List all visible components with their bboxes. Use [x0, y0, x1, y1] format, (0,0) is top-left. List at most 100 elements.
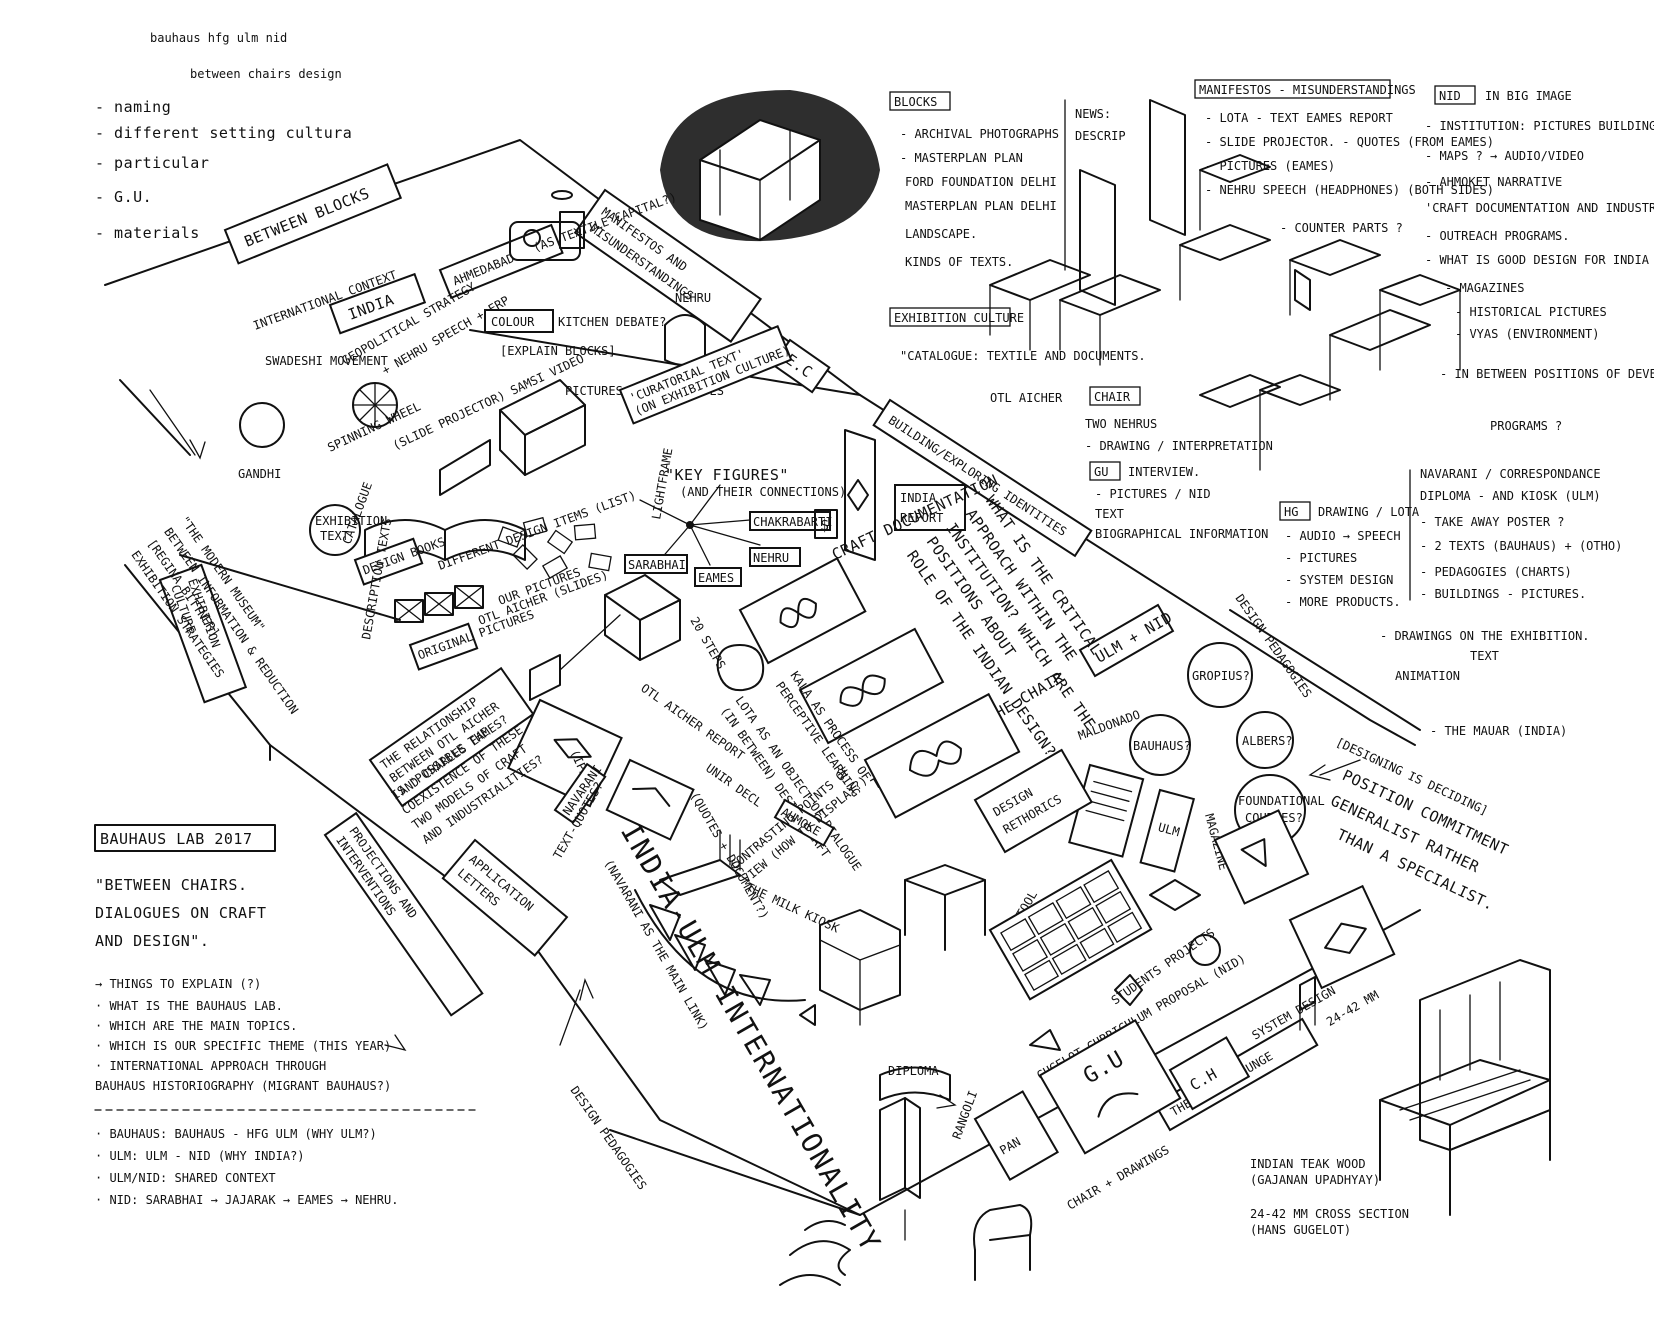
svg-text:IN BIG IMAGE: IN BIG IMAGE — [1485, 89, 1572, 103]
nid-notes: NID IN BIG IMAGE - INSTITUTION: PICTURES… — [1425, 85, 1654, 433]
svg-text:20 STEPS: 20 STEPS — [687, 615, 728, 672]
chair-note: INDIAN TEAK WOOD (GAJANAN UPADHYAY) 24-4… — [1250, 1157, 1409, 1237]
teak-chair-sketch — [1379, 959, 1551, 1216]
wind-swirls — [779, 1220, 851, 1286]
envelope-row — [649, 904, 771, 1006]
gu-notes: GU INTERVIEW. - PICTURES / NID TEXT BIOG… — [1089, 461, 1268, 541]
svg-text:DESCRIP: DESCRIP — [1075, 129, 1126, 143]
svg-text:(AND THEIR CONNECTIONS): (AND THEIR CONNECTIONS) — [680, 485, 846, 499]
svg-text:- THE MAUAR (INDIA): - THE MAUAR (INDIA) — [1430, 724, 1567, 738]
topleft-list: - naming - different setting cultura - p… — [95, 98, 352, 242]
svg-text:FOUNDATIONAL: FOUNDATIONAL — [1238, 794, 1325, 808]
svg-text:SARABHAI: SARABHAI — [628, 558, 686, 572]
svg-text:UNIR DECL: UNIR DECL — [703, 761, 764, 810]
dollar-icon — [814, 509, 838, 539]
designing-deciding-text: [DESIGNING IS DECIDING] POSITION COMMITM… — [1328, 735, 1512, 914]
svg-text:- MAPS ? → AUDIO/VIDEO: - MAPS ? → AUDIO/VIDEO — [1425, 149, 1584, 163]
svg-text:- PICTURES / NID: - PICTURES / NID — [1095, 487, 1211, 501]
svg-text:DIFFERENT DESIGN ITEMS (LIST): DIFFERENT DESIGN ITEMS (LIST) — [436, 488, 638, 573]
svg-text:DRAWING / LOTA: DRAWING / LOTA — [1318, 505, 1420, 519]
svg-text:- SYSTEM DESIGN: - SYSTEM DESIGN — [1285, 573, 1393, 587]
svg-text:TEXT: TEXT — [1095, 507, 1124, 521]
svg-text:EXHIBITION CULTURE: EXHIBITION CULTURE — [894, 311, 1024, 325]
svg-text:- PICTURES: - PICTURES — [1285, 551, 1357, 565]
exhibition-text-bubble — [309, 504, 361, 556]
svg-text:· ULM/NID: SHARED CONTEXT: · ULM/NID: SHARED CONTEXT — [95, 1171, 276, 1185]
svg-text:TEXT: TEXT — [1470, 649, 1499, 663]
svg-text:- DRAWING / INTERPRETATION: - DRAWING / INTERPRETATION — [1085, 439, 1273, 453]
svg-text:CHAIR + DRAWINGS: CHAIR + DRAWINGS — [1065, 1143, 1172, 1213]
svg-text:· BAUHAUS: BAUHAUS - HFG ULM (: · BAUHAUS: BAUHAUS - HFG ULM (WHY ULM?) — [95, 1127, 377, 1141]
svg-text:EAMES: EAMES — [698, 571, 734, 585]
svg-text:LANDSCAPE.: LANDSCAPE. — [905, 227, 977, 241]
svg-text:(GAJANAN UPADHYAY): (GAJANAN UPADHYAY) — [1250, 1173, 1380, 1187]
svg-text:- PEDAGOGIES (CHARTS): - PEDAGOGIES (CHARTS) — [1420, 565, 1572, 579]
design-pedagogies-bottom-label: DESIGN PEDAGOGIES — [568, 1084, 650, 1193]
svg-text:- OUTREACH PROGRAMS.: - OUTREACH PROGRAMS. — [1425, 229, 1570, 243]
svg-text:[EXPLAIN BLOCKS]: [EXPLAIN BLOCKS] — [500, 344, 616, 358]
hatched-chair-sketch — [660, 90, 880, 242]
svg-text:- 2 TEXTS (BAUHAUS) + (OTHO): - 2 TEXTS (BAUHAUS) + (OTHO) — [1420, 539, 1622, 553]
svg-text:ALBERS?: ALBERS? — [1242, 734, 1293, 748]
svg-text:INDIAN TEAK WOOD: INDIAN TEAK WOOD — [1250, 1157, 1366, 1171]
svg-text:BIOGRAPHICAL INFORMATION: BIOGRAPHICAL INFORMATION — [1095, 527, 1268, 541]
milk-kiosk-cabinet — [819, 909, 901, 1026]
bauhaus-lab-block: BAUHAUS LAB 2017 "BETWEEN CHAIRS. DIALOG… — [94, 824, 476, 1207]
svg-text:- SLIDE PROJECTOR. - QUOTES (F: - SLIDE PROJECTOR. - QUOTES (FROM EAMES) — [1205, 135, 1494, 149]
table-cluster — [989, 99, 1461, 471]
svg-text:- DRAWINGS ON THE EXHIBITION.: - DRAWINGS ON THE EXHIBITION. — [1380, 629, 1590, 643]
svg-text:DIPLOMA: DIPLOMA — [888, 1064, 939, 1078]
svg-text:NAVARANI / CORRESPONDANCE: NAVARANI / CORRESPONDANCE — [1420, 467, 1601, 481]
svg-text:- HISTORICAL PICTURES: - HISTORICAL PICTURES — [1455, 305, 1607, 319]
svg-text:→ THINGS TO EXPLAIN (?): → THINGS TO EXPLAIN (?) — [95, 977, 261, 991]
svg-text:- AHMOKET NARRATIVE: - AHMOKET NARRATIVE — [1425, 175, 1562, 189]
svg-text:INTERVIEW.: INTERVIEW. — [1128, 465, 1200, 479]
svg-text:HG: HG — [1284, 505, 1298, 519]
svg-text:NEHRU: NEHRU — [675, 291, 711, 305]
mini-chair-icon — [1299, 976, 1316, 1031]
svg-text:MASTERPLAN PLAN DELHI: MASTERPLAN PLAN DELHI — [905, 199, 1057, 213]
network-graph — [639, 484, 761, 566]
svg-text:- WHAT IS GOOD DESIGN FOR INDI: - WHAT IS GOOD DESIGN FOR INDIA — [1425, 253, 1650, 267]
svg-text:- NEHRU SPEECH (HEADPHONES) (B: - NEHRU SPEECH (HEADPHONES) (BOTH SIDES) — [1205, 183, 1494, 197]
svg-text:NEWS:: NEWS: — [1075, 107, 1111, 121]
arrows — [149, 389, 1361, 1109]
svg-text:(QUOTES + DOCUMENT?): (QUOTES + DOCUMENT?) — [687, 790, 771, 922]
svg-text:- ARCHIVAL PHOTOGRAPHS: - ARCHIVAL PHOTOGRAPHS — [900, 127, 1059, 141]
mirror-chevron — [799, 1004, 816, 1026]
svg-text:GROPIUS?: GROPIUS? — [1192, 669, 1250, 683]
exhibition-culture-notes: EXHIBITION CULTURE "CATALOGUE: TEXTILE A… — [889, 307, 1146, 405]
svg-text:- MASTERPLAN PLAN: - MASTERPLAN PLAN — [900, 151, 1023, 165]
svg-text:OTL AICHER: OTL AICHER — [990, 391, 1063, 405]
india-report-panel: INDIA REPORT — [844, 429, 966, 561]
chair-notes: CHAIR TWO NEHRUS - DRAWING / INTERPRETAT… — [1085, 386, 1273, 453]
svg-text:· NID: SARABHAI → JAJARAK → EA: · NID: SARABHAI → JAJARAK → EAMES → NEHR… — [95, 1193, 398, 1207]
svg-text:ULM: ULM — [1157, 820, 1182, 839]
svg-text:(HANS GUGELOT): (HANS GUGELOT) — [1250, 1223, 1351, 1237]
svg-text:- MORE PRODUCTS.: - MORE PRODUCTS. — [1285, 595, 1401, 609]
svg-text:TEXT: TEXT — [320, 529, 349, 543]
far-right-notes: NAVARANI / CORRESPONDANCE DIPLOMA - AND … — [1380, 467, 1622, 738]
svg-text:- AUDIO → SPEECH: - AUDIO → SPEECH — [1285, 529, 1401, 543]
svg-text:- TAKE AWAY POSTER ?: - TAKE AWAY POSTER ? — [1420, 515, 1565, 529]
svg-text:DIALOGUES ON CRAFT: DIALOGUES ON CRAFT — [95, 904, 267, 922]
svg-text:$: $ — [820, 516, 830, 534]
between-blocks-label: BETWEEN BLOCKS — [223, 163, 403, 265]
svg-text:· WHICH ARE THE MAIN TOPICS.: · WHICH ARE THE MAIN TOPICS. — [95, 1019, 297, 1033]
svg-text:DIPLOMA - AND KIOSK (ULM): DIPLOMA - AND KIOSK (ULM) — [1420, 489, 1601, 503]
catalogue-area: CATALOGUE EXHIBITION TEXT DESIGN BOOKS D… — [309, 480, 765, 701]
cube-icon — [1149, 879, 1201, 911]
svg-text:- LOTA - TEXT EAMES REPORT: - LOTA - TEXT EAMES REPORT — [1205, 111, 1393, 125]
hg-notes: HG DRAWING / LOTA - AUDIO → SPEECH - PIC… — [1279, 501, 1420, 609]
svg-text:REPORT: REPORT — [900, 511, 943, 525]
aicher-projector-icon — [529, 574, 681, 701]
svg-text:NEHRU: NEHRU — [753, 551, 789, 565]
svg-text:KINDS OF TEXTS.: KINDS OF TEXTS. — [905, 255, 1013, 269]
svg-text:ANIMATION: ANIMATION — [1395, 669, 1460, 683]
gandhi-icon — [239, 402, 285, 448]
svg-text:- COUNTER PARTS ?: - COUNTER PARTS ? — [1280, 221, 1403, 235]
svg-text:TWO NEHRUS: TWO NEHRUS — [1085, 417, 1157, 431]
svg-text:- MAGAZINES: - MAGAZINES — [1445, 281, 1524, 295]
diploma-book: DIPLOMA — [879, 1064, 951, 1101]
svg-text:BAUHAUS?: BAUHAUS? — [1133, 739, 1191, 753]
